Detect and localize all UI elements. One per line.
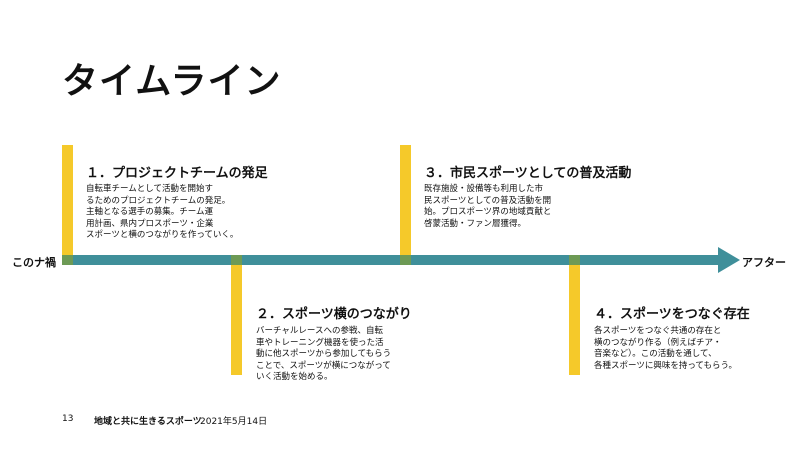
event-2-joint xyxy=(231,255,242,265)
axis-start-label: このナ禍 xyxy=(12,256,56,269)
event-3-heading: ３．市民スポーツとしての普及活動 xyxy=(424,166,632,181)
timeline-axis xyxy=(62,255,720,265)
event-3-marker xyxy=(400,145,411,260)
event-4-joint xyxy=(569,255,580,265)
event-1-marker xyxy=(62,145,73,260)
page-number: 13 xyxy=(62,414,74,424)
event-4-description: 各スポーツをつなぐ共通の存在と 横のつながり作る（例えばチア・ 音楽など）。この… xyxy=(594,326,737,371)
event-2-description: バーチャルレースへの参戦、自転 車やトレーニング機器を使った活 動に他スポーツか… xyxy=(256,326,392,382)
event-1-joint xyxy=(62,255,73,265)
event-1-heading: １．プロジェクトチームの発足 xyxy=(86,166,268,181)
event-4-heading: ４．スポーツをつなぐ存在 xyxy=(594,307,750,322)
event-2-heading: ２．スポーツ横のつながり xyxy=(256,307,412,322)
timeline-arrow-icon xyxy=(718,247,740,273)
event-4-marker xyxy=(569,255,580,375)
axis-end-label: アフター xyxy=(742,256,786,269)
event-2-marker xyxy=(231,255,242,375)
footer-title: 地域と共に生きるスポーツ xyxy=(94,417,202,427)
event-3-description: 既存施設・設備等も利用した市 民スポーツとしての普及活動を開 始。プロスポーツ界… xyxy=(424,184,552,229)
event-1-description: 自転車チームとして活動を開始す るためのプロジェクトチームの発足。 主軸となる選… xyxy=(86,184,239,240)
footer-date: 2021年5月14日 xyxy=(200,417,268,427)
event-3-joint xyxy=(400,255,411,265)
slide-title: タイムライン xyxy=(62,61,282,102)
